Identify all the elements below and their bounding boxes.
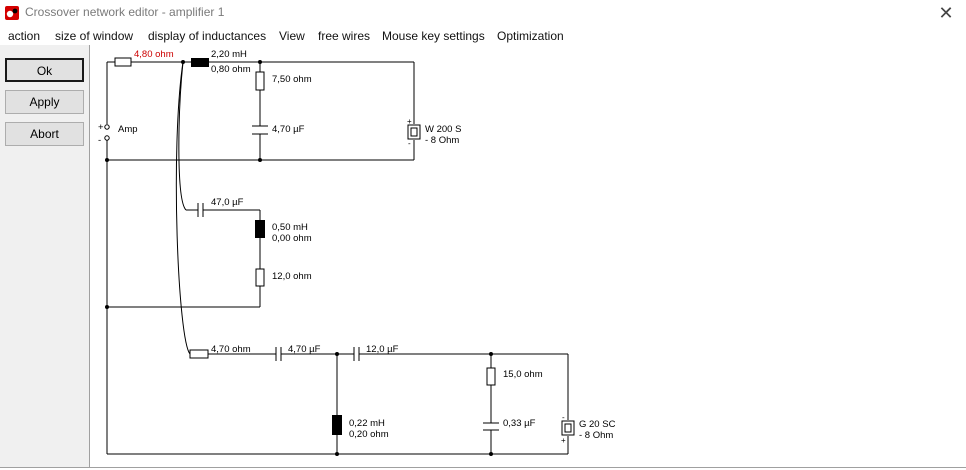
tweeter-minus-sign: - (562, 413, 565, 422)
woofer-minus-sign: - (408, 139, 411, 148)
app-icon (5, 6, 19, 20)
tweeter-shunt-capacitor-label: 0,33 µF (503, 418, 536, 429)
notch-inductor-res: 0,00 ohm (272, 233, 312, 244)
tweeter-resistor[interactable] (189, 349, 209, 359)
menu-view[interactable]: View (279, 29, 305, 43)
tweeter-inductor-value: 0,22 mH (349, 418, 385, 429)
title-bar: Crossover network editor - amplifier 1 ✕ (0, 0, 966, 26)
tweeter-inductor-res: 0,20 ohm (349, 429, 389, 440)
menu-optimization[interactable]: Optimization (497, 29, 564, 43)
tweeter-speaker-name: G 20 SC (579, 419, 616, 430)
circuit-canvas[interactable]: + - Amp 4,80 ohm 2,20 mH 0,80 ohm 7,50 o… (90, 45, 966, 470)
apply-button[interactable]: Apply (5, 90, 84, 114)
tweeter-plus-sign: + (561, 436, 566, 445)
woofer-speaker-impedance: - 8 Ohm (425, 135, 459, 146)
tweeter-speaker-impedance: - 8 Ohm (579, 430, 613, 441)
menu-bar: action size of window display of inducta… (0, 26, 966, 45)
amp-minus-sign: - (98, 135, 101, 146)
woofer-inductor-value: 2,20 mH (211, 49, 247, 60)
woofer-capacitor-label: 4,70 µF (272, 124, 305, 135)
notch-resistor[interactable] (255, 268, 265, 287)
series-resistor[interactable] (114, 57, 132, 67)
menu-free-wires[interactable]: free wires (318, 29, 371, 43)
notch-inductor-value: 0,50 mH (272, 222, 308, 233)
tweeter-shunt-resistor-label: 15,0 ohm (503, 369, 543, 380)
woofer-inductor[interactable] (191, 58, 209, 67)
tweeter-shunt-resistor[interactable] (486, 367, 496, 386)
woofer-inductor-res: 0,80 ohm (211, 64, 251, 75)
series-resistor-label: 4,80 ohm (134, 49, 174, 60)
amp-terminals (104, 124, 110, 141)
menu-mouse-key-settings[interactable]: Mouse key settings (382, 29, 485, 43)
woofer-speaker-name: W 200 S (425, 124, 461, 135)
tweeter-capacitor2-label: 12,0 µF (366, 344, 399, 355)
tweeter-speaker[interactable] (561, 420, 575, 436)
notch-inductor[interactable] (255, 220, 265, 238)
amp-plus-sign: + (98, 122, 104, 133)
woofer-resistor[interactable] (255, 71, 265, 91)
tweeter-capacitor1-label: 4,70 µF (288, 344, 321, 355)
menu-display-of-inductances[interactable]: display of inductances (148, 29, 267, 43)
abort-button[interactable]: Abort (5, 122, 84, 146)
amp-label: Amp (118, 124, 138, 135)
notch-capacitor-label: 47,0 µF (211, 197, 244, 208)
button-panel: Ok Apply Abort (0, 45, 90, 467)
window-title: Crossover network editor - amplifier 1 (25, 5, 225, 19)
window-bottom-border (0, 467, 966, 468)
notch-resistor-label: 12,0 ohm (272, 271, 312, 282)
menu-action[interactable]: action (8, 29, 41, 43)
close-button[interactable]: ✕ (938, 3, 954, 23)
woofer-plus-sign: + (407, 117, 412, 126)
woofer-resistor-label: 7,50 ohm (272, 74, 312, 85)
woofer-speaker[interactable] (407, 124, 421, 140)
ok-button[interactable]: Ok (5, 58, 84, 82)
tweeter-resistor-label: 4,70 ohm (211, 344, 251, 355)
tweeter-inductor[interactable] (332, 415, 342, 435)
menu-size-of-window[interactable]: size of window (55, 29, 134, 43)
